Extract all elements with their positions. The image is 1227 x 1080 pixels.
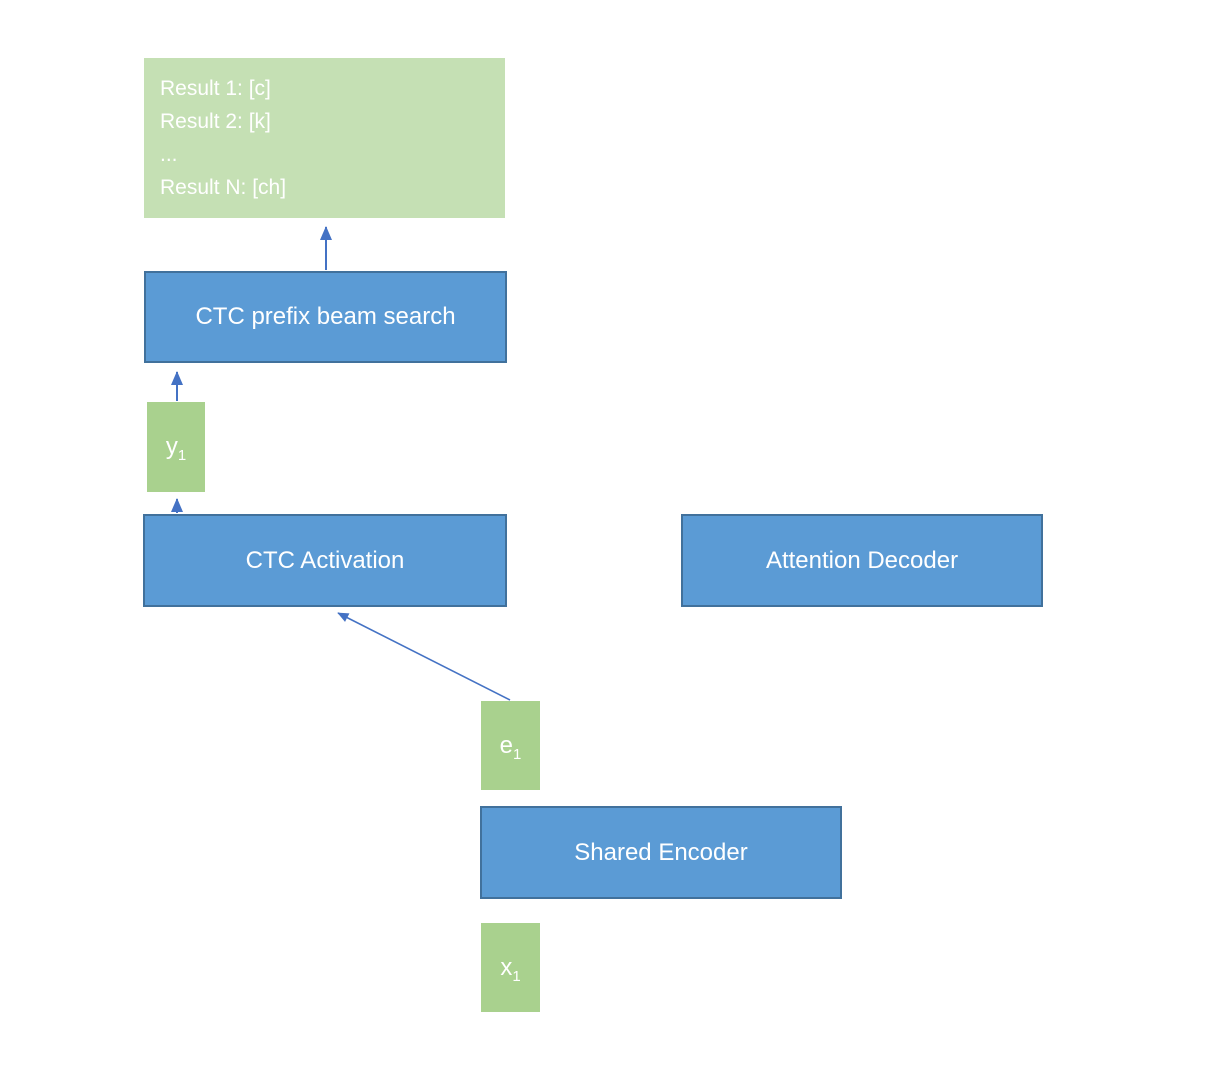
arrow-e1-to-activation: [337, 612, 511, 701]
node-label: Shared Encoder: [574, 838, 748, 866]
result-line-n: Result N: [ch]: [160, 176, 287, 199]
result-line-1: Result 1: [c]: [160, 77, 271, 100]
node-y1: y1: [147, 402, 205, 492]
node-label: CTC prefix beam search: [195, 303, 456, 330]
node-label: CTC Activation: [245, 546, 405, 574]
node-label: Attention Decoder: [765, 546, 959, 574]
node-label: x1: [500, 953, 521, 985]
node-e1: e1: [481, 701, 540, 790]
result-line-2: Result 2: [k]: [160, 110, 271, 133]
result-line-ellipsis: ...: [160, 143, 178, 166]
node-label: e1: [499, 731, 522, 763]
node-ctc-prefix-beam-search: CTC prefix beam search: [144, 271, 507, 363]
node-attention-decoder: Attention Decoder: [681, 514, 1043, 607]
results-box: Result 1: [c] Result 2: [k] ... Result N…: [144, 58, 505, 218]
node-label: y1: [165, 433, 187, 464]
node-x1: x1: [481, 923, 540, 1012]
node-ctc-activation: CTC Activation: [143, 514, 507, 607]
node-shared-encoder: Shared Encoder: [480, 806, 842, 899]
